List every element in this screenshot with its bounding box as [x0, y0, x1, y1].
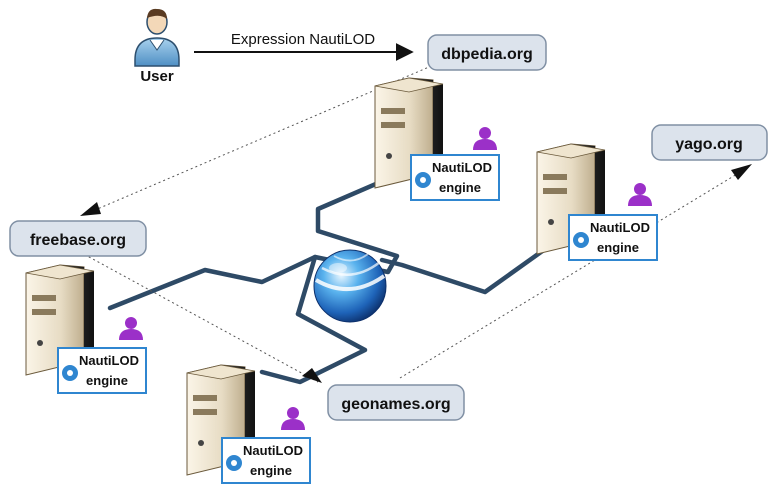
- network-link-bottom: [259, 311, 368, 385]
- engine-box-right: NautiLOD engine: [568, 214, 658, 261]
- engine-left-line1: NautiLOD: [79, 353, 139, 368]
- site-geonames: geonames.org: [327, 384, 465, 421]
- engine-box-bottom: NautiLOD engine: [221, 437, 311, 484]
- engine-right-line1: NautiLOD: [590, 220, 650, 235]
- network-lines: [107, 174, 558, 385]
- globe-icon: [313, 249, 387, 323]
- site-freebase: freebase.org: [9, 220, 147, 257]
- arrowhead-geonames: [302, 368, 322, 383]
- user-label: User: [140, 68, 174, 85]
- flow-freebase-geonames: [79, 251, 319, 383]
- engine-bottom-line1: NautiLOD: [243, 443, 303, 458]
- engine-box-top: NautiLOD engine: [410, 154, 500, 201]
- site-dbpedia-label: dbpedia.org: [441, 46, 533, 63]
- arrowhead-freebase: [80, 202, 101, 216]
- engine-top-line2: engine: [439, 180, 481, 195]
- gear-icon: [573, 232, 589, 248]
- site-dbpedia: dbpedia.org: [427, 34, 547, 71]
- gear-icon: [62, 365, 78, 381]
- network-link-right: [379, 239, 558, 295]
- network-link-center: [295, 254, 318, 317]
- engine-bottom-line2: engine: [250, 463, 292, 478]
- site-freebase-label: freebase.org: [30, 232, 126, 249]
- site-geonames-label: geonames.org: [341, 396, 450, 413]
- expression-label: Expression NautiLOD: [231, 31, 375, 48]
- site-yago: yago.org: [651, 124, 768, 161]
- arrowhead-yago: [731, 164, 752, 180]
- engine-left-line2: engine: [86, 373, 128, 388]
- network-link-left-top: [107, 174, 400, 311]
- engine-right-line2: engine: [597, 240, 639, 255]
- person-icon: [479, 127, 491, 139]
- user-icon: [134, 8, 180, 67]
- site-yago-label: yago.org: [675, 136, 743, 153]
- engine-top-line1: NautiLOD: [432, 160, 492, 175]
- gear-icon: [226, 455, 242, 471]
- engine-box-left: NautiLOD engine: [57, 347, 147, 394]
- gear-icon: [415, 172, 431, 188]
